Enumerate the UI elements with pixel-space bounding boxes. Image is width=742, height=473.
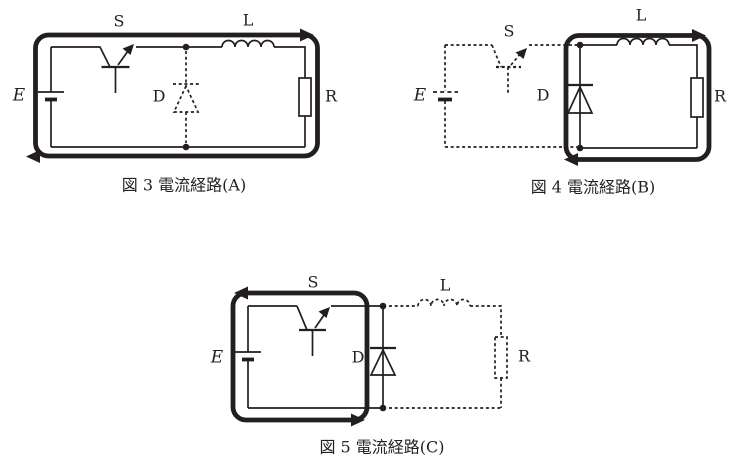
transistor-icon: [491, 44, 577, 93]
diode-icon: [566, 41, 594, 152]
resistor-icon: [51, 77, 312, 148]
current-arrow-right-icon: [692, 29, 706, 42]
diode-label: D: [537, 86, 550, 105]
figure-caption: 図 5 電流経路(C): [319, 438, 444, 457]
resistor-label: R: [518, 347, 531, 366]
emitter-arrow-icon: [122, 44, 134, 55]
node-dot: [182, 43, 190, 51]
figure-5: S L E D R 図 5 電流経路(C): [210, 273, 531, 457]
current-arrow-right-icon: [351, 413, 365, 427]
inductor-label: L: [440, 276, 451, 295]
current-arrow-left-icon: [234, 286, 248, 300]
current-path-loop-icon: [230, 286, 370, 427]
resistor-label: R: [714, 87, 727, 106]
diode-icon: [369, 302, 397, 412]
figure-4: S L E D R 図 4 電流経路(B): [413, 6, 727, 197]
inductor-icon: [580, 37, 698, 78]
source-label: E: [12, 86, 26, 106]
inductor-icon: [389, 298, 502, 337]
resistor-label: R: [325, 87, 338, 106]
transistor-icon: [296, 305, 383, 356]
diode-label: D: [352, 348, 365, 367]
current-path-loop-icon: [563, 29, 712, 166]
current-arrow-right-icon: [300, 28, 314, 42]
inductor-label: L: [243, 11, 254, 30]
source-label: E: [210, 348, 224, 368]
battery-icon: [235, 305, 383, 409]
transistor-icon: [51, 44, 222, 93]
source-label: E: [413, 86, 427, 106]
switch-label: S: [504, 22, 515, 41]
battery-icon: [38, 47, 64, 147]
figure-caption: 図 3 電流経路(A): [122, 176, 246, 195]
emitter-arrow-icon: [515, 48, 527, 59]
current-arrow-left-icon: [26, 150, 40, 163]
figure-3: S L E D R 図 3 電流経路(A): [12, 11, 338, 195]
emitter-arrow-icon: [318, 307, 330, 318]
diode-icon: [172, 43, 200, 151]
switch-label: S: [114, 12, 125, 31]
inductor-icon: [221, 39, 306, 78]
current-path-loop-icon: [26, 28, 320, 163]
inductor-label: L: [636, 6, 647, 25]
battery-icon: [433, 44, 577, 148]
switch-label: S: [308, 273, 319, 292]
diode-label: D: [153, 87, 166, 106]
resistor-icon: [580, 77, 704, 149]
current-arrow-left-icon: [564, 153, 578, 166]
figure-caption: 図 4 電流経路(B): [531, 178, 656, 197]
resistor-icon: [389, 336, 508, 409]
